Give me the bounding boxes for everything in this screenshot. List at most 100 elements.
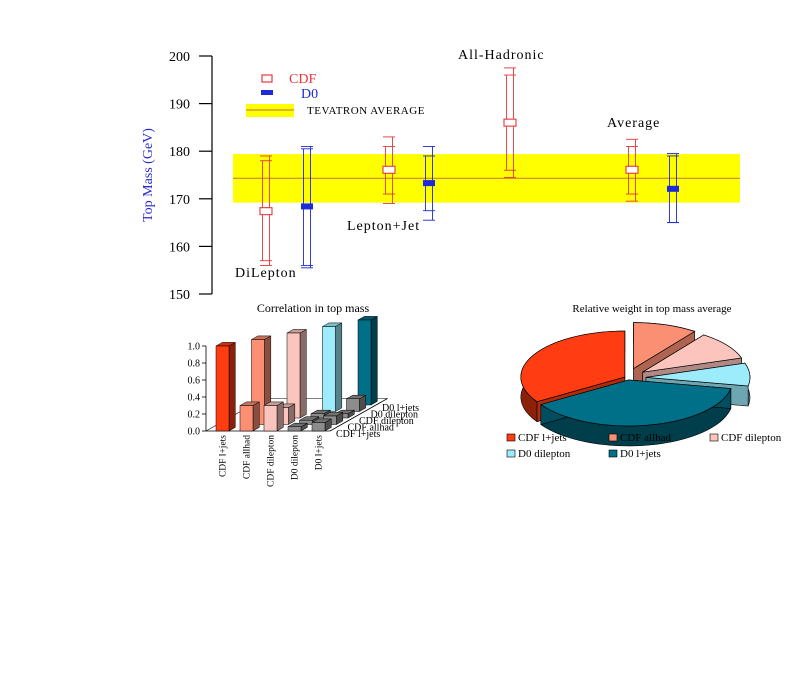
bar-x-label: CDF allhad <box>243 435 253 479</box>
pie-slice-top <box>642 334 743 373</box>
cdf-point <box>259 155 273 266</box>
legend-d0-marker <box>261 90 273 95</box>
bar-y-tick-label: 0.8 <box>188 359 201 370</box>
bar-y-tick-label: 0.2 <box>188 410 201 421</box>
bar-depth-label: CDF l+jets <box>336 429 380 440</box>
bar-depth-label: CDF allhad <box>348 423 394 434</box>
bar-y-tick-label: 0.6 <box>188 376 201 387</box>
correlation-title: Correlation in top mass <box>257 301 370 315</box>
bar-front <box>215 345 230 432</box>
pie-legend-label: CDF dilepton <box>721 432 782 444</box>
annotation-lepton-jet: Lepton+Jet <box>347 219 420 234</box>
bar-depth-label: D0 l+jets <box>382 403 419 414</box>
pie-legend-swatch <box>709 433 719 442</box>
bar-front <box>239 405 254 432</box>
legend-cdf-marker <box>261 74 273 83</box>
y-tick-label: 170 <box>169 193 190 208</box>
correlation-bar <box>239 401 261 432</box>
pie-title: Relative weight in top mass average <box>572 303 731 315</box>
d0-point <box>667 153 679 224</box>
bar-front <box>287 426 302 432</box>
annotation-dilepton: DiLepton <box>235 266 297 281</box>
bar-front <box>311 422 326 432</box>
point-marker <box>625 165 639 174</box>
correlation-bar <box>263 401 285 432</box>
bar-x-label: D0 l+jets <box>315 435 325 470</box>
pie-legend-label: CDF allhad <box>620 432 672 444</box>
cdf-point <box>382 136 396 205</box>
point-marker <box>503 118 517 127</box>
bar-side <box>276 401 284 432</box>
correlation-bar <box>345 394 367 412</box>
bar-y-tick-label: 0.0 <box>188 427 201 438</box>
bar-y-tick-label: 0.4 <box>188 393 201 404</box>
pie-legend-swatch <box>506 449 516 458</box>
point-marker <box>259 207 273 216</box>
point-marker <box>301 203 313 210</box>
pie-legend-swatch <box>608 433 618 442</box>
bar-y-tick-label: 1.0 <box>188 342 201 353</box>
point-marker <box>382 165 396 174</box>
annotation-all-hadronic: All-Hadronic <box>458 48 545 63</box>
bar-side <box>228 341 236 432</box>
legend-cdf-label: CDF <box>289 72 316 87</box>
pie-slice-top <box>520 330 626 403</box>
bar-side <box>299 328 307 419</box>
y-tick-label: 180 <box>169 145 190 160</box>
pie-legend: CDF l+jets CDF allhad CDF dilepton D0 dilep… <box>506 432 782 460</box>
pie-slices <box>520 322 751 447</box>
bar-x-label: CDF dilepton <box>267 435 277 487</box>
pie-slice <box>642 334 743 373</box>
pie-slice <box>520 330 626 403</box>
pie-legend-label: CDF l+jets <box>518 432 567 444</box>
bar-side <box>252 401 260 432</box>
correlation-bar <box>287 422 309 432</box>
d0-point <box>301 145 313 269</box>
cdf-point <box>503 67 517 178</box>
pie-slice-top <box>645 362 751 387</box>
bar-front <box>357 319 372 406</box>
bar-x-label: CDF l+jets <box>219 435 229 477</box>
y-tick-label: 150 <box>169 288 190 303</box>
bar-depth-label: D0 dilepton <box>371 410 419 421</box>
correlation-chart: Correlation in top mass 0.0 0.2 0.4 0.6 0.8 1… <box>188 301 420 487</box>
correlation-bars <box>215 315 379 432</box>
pie-legend-swatch <box>506 433 516 442</box>
bar-front <box>263 405 278 432</box>
y-tick-label: 200 <box>169 50 190 65</box>
correlation-bar <box>357 315 379 406</box>
correlation-bar <box>286 328 308 419</box>
bar-depth-label: CDF dilepton <box>359 416 414 427</box>
measurement-points <box>259 67 679 269</box>
pie-slice <box>633 322 696 370</box>
annotation-average: Average <box>607 116 660 131</box>
point-marker <box>667 185 679 192</box>
legend-band-label: TEVATRON AVERAGE <box>307 105 425 117</box>
y-tick-label: 190 <box>169 98 190 113</box>
bar-front <box>346 398 360 412</box>
d0-point <box>423 145 435 221</box>
pie-legend-swatch <box>608 449 618 458</box>
weight-pie-chart: Relative weight in top mass average CDF … <box>506 303 782 460</box>
y-axis-label: Top Mass (GeV) <box>141 128 156 222</box>
correlation-bar <box>311 418 333 432</box>
pie-slice <box>540 379 732 427</box>
bar-front <box>322 326 336 412</box>
pie-slice-top <box>633 322 696 370</box>
correlation-bar <box>215 341 237 432</box>
correlation-bar <box>321 322 343 412</box>
pie-slice-top <box>540 379 732 427</box>
pie-legend-label: D0 dilepton <box>518 448 571 460</box>
bar-z-axis <box>329 398 388 432</box>
bar-side <box>370 315 378 406</box>
bar-side <box>335 322 343 412</box>
point-marker <box>423 180 435 187</box>
cdf-point <box>625 138 639 202</box>
legend-d0-label: D0 <box>301 87 318 102</box>
bar-x-label: D0 dilepton <box>291 435 301 480</box>
pie-slice <box>645 362 751 387</box>
